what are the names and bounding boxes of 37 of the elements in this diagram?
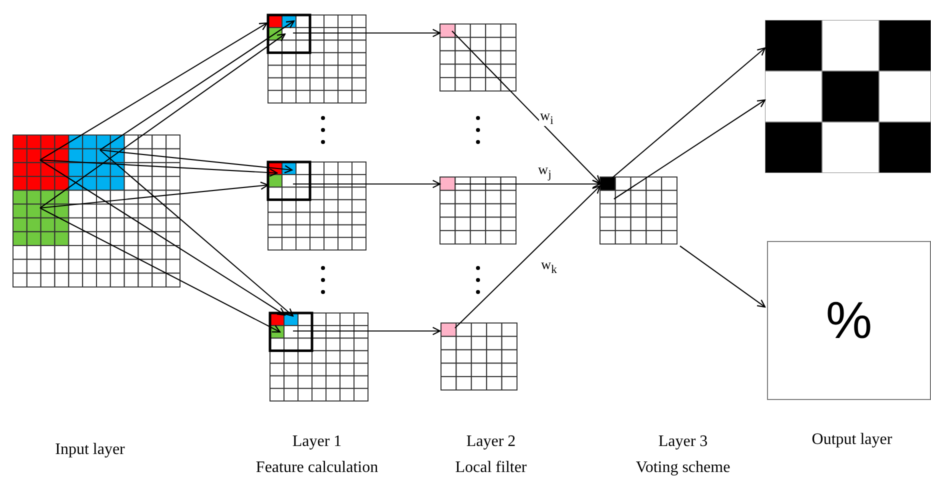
arrow bbox=[40, 22, 268, 160]
output-box bbox=[767, 241, 931, 400]
layer-caption: Layer 1 bbox=[292, 432, 342, 452]
grid-drawing bbox=[600, 177, 677, 244]
layer-caption: Output layer bbox=[812, 430, 892, 450]
arrow bbox=[455, 180, 601, 188]
layer-caption: Layer 3 bbox=[658, 432, 708, 452]
arrow bbox=[40, 33, 286, 208]
grid-drawing bbox=[441, 323, 517, 390]
arrow bbox=[100, 149, 293, 174]
layer-caption: Input layer bbox=[55, 440, 125, 460]
arrow bbox=[454, 185, 601, 328]
grid-drawing bbox=[440, 177, 516, 244]
grid-drawing bbox=[13, 135, 180, 287]
checkerboard-drawing bbox=[765, 20, 931, 173]
layer-caption: Feature calculation bbox=[256, 458, 378, 477]
arrow bbox=[40, 159, 278, 177]
arrow bbox=[293, 180, 441, 188]
layer-caption: Local filter bbox=[455, 458, 527, 477]
arrow bbox=[100, 20, 295, 150]
layer-caption: Layer 2 bbox=[466, 432, 516, 452]
arrow bbox=[452, 30, 601, 184]
arrow bbox=[40, 182, 269, 209]
grid-drawing bbox=[268, 15, 366, 103]
grid-drawing bbox=[268, 162, 366, 250]
arrow bbox=[614, 99, 766, 200]
layer-caption: Voting scheme bbox=[636, 458, 730, 477]
arrow bbox=[40, 208, 281, 333]
arrow bbox=[293, 28, 441, 38]
percent-sign: % bbox=[826, 294, 872, 346]
arrow bbox=[100, 150, 294, 317]
grid-drawing bbox=[270, 313, 368, 401]
arrow bbox=[293, 326, 441, 336]
arrow bbox=[612, 47, 766, 178]
grid-drawing bbox=[440, 24, 516, 91]
arrow bbox=[40, 160, 286, 316]
arrow bbox=[680, 246, 766, 308]
